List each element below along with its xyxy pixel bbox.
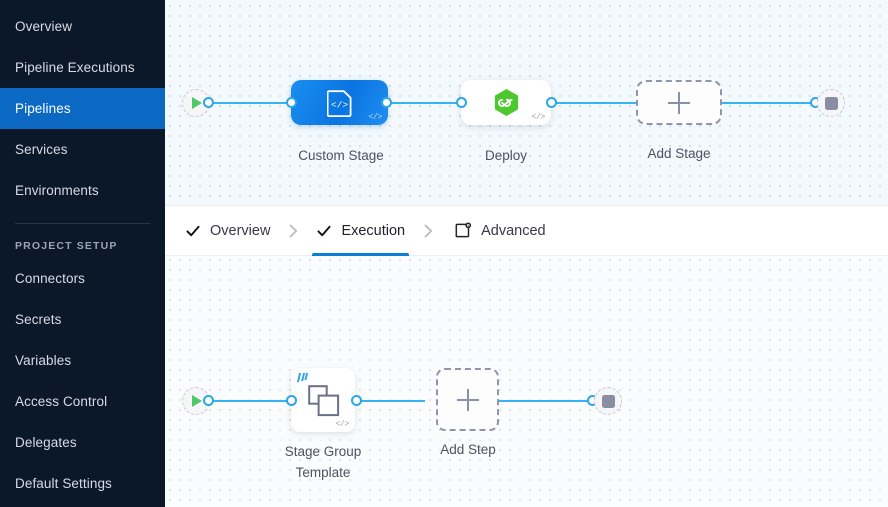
- play-icon: [192, 395, 202, 407]
- stage-edge-add-end: [721, 102, 815, 104]
- advanced-settings-icon: [455, 222, 472, 238]
- step-node-stage-group-template[interactable]: </>: [291, 368, 355, 432]
- stage-edge-custom-deploy: [383, 102, 469, 104]
- stage-node-deploy[interactable]: </>: [461, 80, 551, 125]
- sidebar-item-label: Delegates: [15, 435, 77, 450]
- sidebar-item-label: Connectors: [15, 271, 86, 286]
- sidebar-item-services[interactable]: Services: [0, 129, 165, 170]
- sidebar-item-label: Environments: [15, 183, 99, 198]
- custom-stage-code-icon: </>: [326, 89, 351, 117]
- step-edge-add-end: [491, 400, 591, 402]
- sidebar-item-label: Access Control: [15, 394, 108, 409]
- stage-port-start-out[interactable]: [203, 97, 214, 108]
- svg-text:</>: </>: [331, 99, 348, 110]
- template-code-badge: </>: [335, 420, 349, 429]
- step-edge-start-template: [205, 400, 331, 402]
- chevron-right-icon: [424, 224, 432, 237]
- template-indicator-icon: [296, 373, 309, 382]
- main-area: </> </> Custom Stage </>: [165, 0, 888, 507]
- tab-separator-2: [409, 223, 447, 239]
- stage-port-deploy-in[interactable]: [456, 97, 467, 108]
- sidebar-item-label: Pipelines: [15, 101, 71, 116]
- sidebar-item-label: Services: [15, 142, 68, 157]
- stage-port-deploy-out[interactable]: [546, 97, 557, 108]
- stage-node-custom-stage[interactable]: </> </>: [291, 80, 388, 125]
- play-icon: [192, 97, 202, 109]
- deploy-cd-hexagon-icon: [494, 88, 518, 116]
- template-code-badge: </>: [368, 113, 382, 122]
- stage-edge-deploy-add: [555, 102, 641, 104]
- step-node-label-stage-group-template: Stage Group Template: [263, 441, 383, 483]
- step-node-label-line1: Stage Group: [284, 444, 362, 459]
- sidebar-item-secrets[interactable]: Secrets: [0, 299, 165, 340]
- template-layers-icon: [308, 385, 340, 417]
- sidebar-divider: [15, 223, 150, 224]
- stage-graph: </> </> Custom Stage </>: [165, 0, 888, 205]
- stop-icon: [601, 394, 615, 408]
- step-end-node[interactable]: [594, 387, 622, 415]
- chevron-right-icon: [289, 224, 298, 237]
- sidebar-item-variables[interactable]: Variables: [0, 340, 165, 381]
- step-canvas[interactable]: </> Stage Group Template Add Step: [165, 256, 888, 507]
- step-port-template-in[interactable]: [286, 395, 297, 406]
- tab-advanced[interactable]: Advanced: [451, 205, 550, 256]
- sidebar-item-label: Pipeline Executions: [15, 60, 135, 75]
- tab-execution[interactable]: Execution: [312, 205, 409, 256]
- sidebar-item-label: Variables: [15, 353, 72, 368]
- tab-overview[interactable]: Overview: [181, 205, 274, 256]
- step-port-template-out[interactable]: [351, 395, 362, 406]
- stage-edge-start-custom: [205, 102, 331, 104]
- sidebar-item-default-settings[interactable]: Default Settings: [0, 463, 165, 504]
- stage-node-label-deploy: Deploy: [484, 148, 528, 163]
- sidebar-item-label: Overview: [15, 19, 73, 34]
- stage-tab-bar: Overview Execution: [165, 205, 888, 256]
- sidebar-item-connectors[interactable]: Connectors: [0, 258, 165, 299]
- pipeline-end-node[interactable]: [817, 89, 845, 117]
- sidebar-item-label: Secrets: [15, 312, 62, 327]
- tab-label: Overview: [210, 222, 271, 239]
- sidebar-item-pipelines[interactable]: Pipelines: [0, 88, 165, 129]
- stop-icon: [824, 96, 838, 110]
- check-icon: [186, 225, 200, 236]
- stage-node-label-custom-stage: Custom Stage: [298, 148, 384, 163]
- tab-label: Advanced: [481, 222, 546, 239]
- sidebar: Overview Pipeline Executions Pipelines S…: [0, 0, 165, 507]
- step-graph: </> Stage Group Template Add Step: [165, 256, 888, 507]
- stage-port-custom-out[interactable]: [381, 97, 392, 108]
- sidebar-section-project-setup: PROJECT SETUP: [15, 240, 118, 252]
- template-code-badge: </>: [531, 113, 545, 122]
- add-stage-button[interactable]: [636, 80, 722, 125]
- sidebar-item-label: Default Settings: [15, 476, 112, 491]
- stage-canvas[interactable]: </> </> Custom Stage </>: [165, 0, 888, 205]
- sidebar-item-delegates[interactable]: Delegates: [0, 422, 165, 463]
- step-edge-template-add: [357, 400, 425, 402]
- sidebar-item-environments[interactable]: Environments: [0, 170, 165, 211]
- stage-port-custom-in[interactable]: [286, 97, 297, 108]
- add-step-button[interactable]: [436, 368, 499, 431]
- sidebar-item-pipeline-executions[interactable]: Pipeline Executions: [0, 47, 165, 88]
- add-step-label: Add Step: [440, 442, 496, 457]
- check-icon: [317, 225, 331, 236]
- plus-icon: [668, 91, 690, 114]
- tab-label: Execution: [341, 222, 406, 239]
- add-stage-label: Add Stage: [647, 146, 711, 161]
- plus-icon: [456, 388, 479, 411]
- step-port-start-out[interactable]: [203, 395, 214, 406]
- tab-separator-1: [274, 223, 312, 239]
- step-node-label-line2: Template: [295, 465, 351, 480]
- sidebar-item-overview[interactable]: Overview: [0, 6, 165, 47]
- sidebar-item-access-control[interactable]: Access Control: [0, 381, 165, 422]
